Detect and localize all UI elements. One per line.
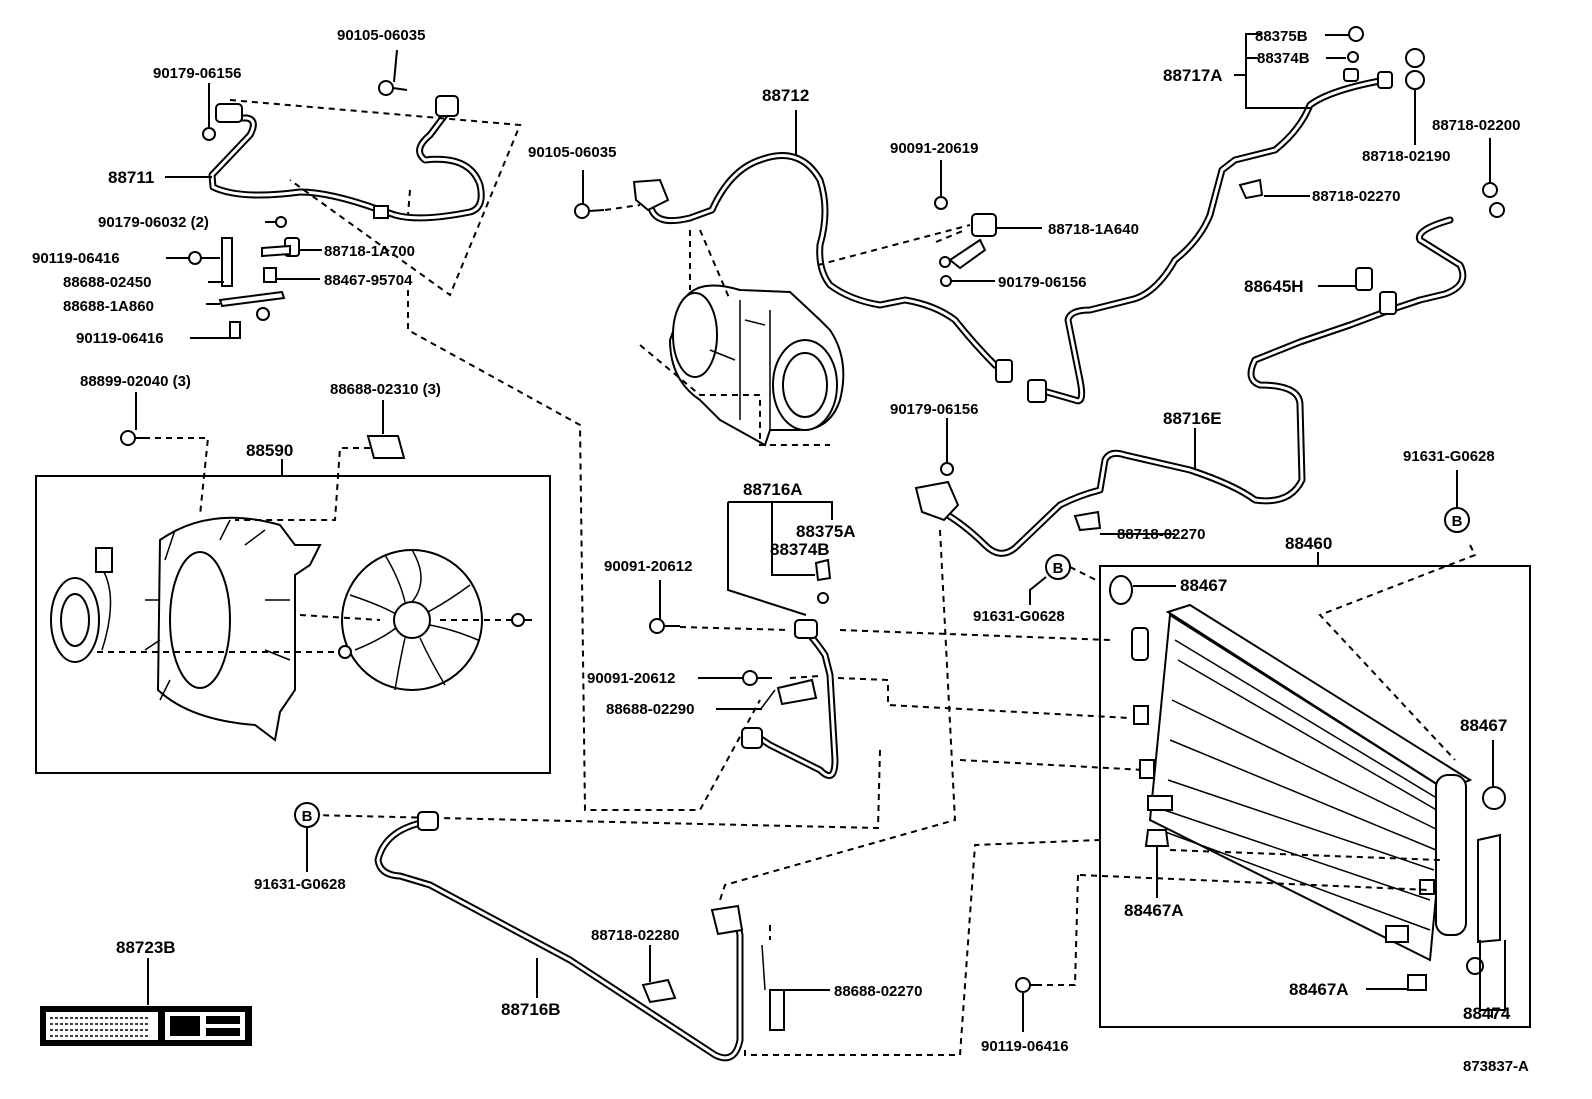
- ref-marker-label: B: [1053, 560, 1064, 577]
- o-rings-88718-02190: [1405, 48, 1425, 145]
- cushion-88467a-a: [1144, 829, 1170, 898]
- bolt-88899-02040: [120, 392, 150, 446]
- o-rings-88718-02200: [1482, 138, 1505, 218]
- clip-88718-02270-a: [1238, 178, 1310, 200]
- label-88717a: 88717A: [1163, 66, 1223, 85]
- ref-marker-b-left: B: [294, 802, 320, 872]
- label-88716e: 88716E: [1163, 409, 1222, 428]
- label-88716a: 88716A: [743, 480, 803, 499]
- ref-marker-label: B: [1452, 513, 1463, 530]
- label-88711: 88711: [108, 168, 154, 187]
- label-88688-02290: 88688-02290: [606, 701, 694, 718]
- pipe-88716a: [727, 501, 839, 780]
- suction-hose-88712: [632, 110, 1013, 383]
- bolt-90105-06035-b: [574, 170, 605, 219]
- label-88718-02190: 88718-02190: [1362, 148, 1450, 165]
- pressure-switch-88645h: [1318, 267, 1373, 291]
- fan-assembly-88590: [35, 459, 551, 774]
- ref-marker-b-mid: B: [1029, 554, 1101, 605]
- label-90105-06035-a: 90105-06035: [337, 27, 425, 44]
- label-88718-1a700: 88718-1A700: [324, 243, 415, 260]
- label-91631-g0628-a: 91631-G0628: [1403, 448, 1495, 465]
- bracket-88717a: [1234, 26, 1364, 109]
- caution-label-88723b: [40, 958, 252, 1046]
- label-90119-06416-a: 90119-06416: [32, 250, 120, 267]
- label-88718-02280: 88718-02280: [591, 927, 679, 944]
- label-88718-02270-b: 88718-02270: [1117, 526, 1205, 543]
- label-88374b-top: 88374B: [1257, 50, 1310, 67]
- label-91631-g0628-b: 91631-G0628: [973, 608, 1065, 625]
- bracket-88688-02270: [761, 944, 830, 1031]
- label-88645h: 88645H: [1244, 277, 1304, 296]
- bracket-cluster-left: [166, 216, 322, 339]
- guide-88711: [229, 99, 522, 297]
- liquid-pipe-88717a: [1027, 71, 1393, 405]
- label-91631-g0628-c: 91631-G0628: [254, 876, 346, 893]
- fan-assembly-frame: [35, 475, 551, 774]
- nut-90179-06156-c: [940, 418, 954, 476]
- cushion-88467a-b: [1366, 974, 1427, 991]
- clamp-88718-02280: [641, 945, 677, 1004]
- label-88718-02270-a: 88718-02270: [1312, 188, 1400, 205]
- label-90179-06156-b: 90179-06156: [998, 274, 1086, 291]
- fan-blade: [341, 549, 483, 691]
- label-88375b: 88375B: [1255, 28, 1308, 45]
- label-88467a-b: 88467A: [1289, 980, 1349, 999]
- bolt-90091-20612-b: [698, 670, 772, 686]
- label-90105-06035-b: 90105-06035: [528, 144, 616, 161]
- label-90091-20619: 90091-20619: [890, 140, 978, 157]
- label-88374b-mid: 88374B: [770, 540, 830, 559]
- label-90091-20612-b: 90091-20612: [587, 670, 675, 687]
- label-88467-95704: 88467-95704: [324, 272, 413, 289]
- label-88460: 88460: [1285, 534, 1332, 553]
- ref-marker-label: B: [302, 808, 313, 825]
- label-88899-02040: 88899-02040 (3): [80, 373, 191, 390]
- diagram-id: 873837-A: [1463, 1058, 1529, 1075]
- callout-labels: 90105-06035 90179-06156 88711 90179-0603…: [32, 27, 1529, 1075]
- label-90091-20612-a: 90091-20612: [604, 558, 692, 575]
- liquid-pipe-88716e: [914, 216, 1467, 557]
- cushion-88467-b: [1482, 740, 1506, 810]
- clip-88718-02270-b: [1073, 510, 1175, 535]
- bracket-88718-1a640: [934, 160, 1042, 287]
- label-88688-1a860: 88688-1A860: [63, 298, 154, 315]
- label-90179-06032: 90179-06032 (2): [98, 214, 209, 231]
- label-88688-02450: 88688-02450: [63, 274, 151, 291]
- clip-88688-02310: [366, 400, 406, 459]
- ref-marker-b-right: B: [1444, 470, 1470, 533]
- condenser-frame: [1099, 565, 1531, 1028]
- cushion-88467-a: [1109, 575, 1176, 605]
- label-88718-1a640: 88718-1A640: [1048, 221, 1139, 238]
- nut-90179-06156-a: [202, 83, 216, 141]
- label-88716b: 88716B: [501, 1000, 561, 1019]
- label-88467-a: 88467: [1180, 576, 1227, 595]
- label-88590: 88590: [246, 441, 293, 460]
- label-88375a: 88375A: [796, 522, 856, 541]
- label-88718-02200: 88718-02200: [1432, 117, 1520, 134]
- label-88474: 88474: [1463, 1004, 1511, 1023]
- label-90179-06156-a: 90179-06156: [153, 65, 241, 82]
- compressor: [668, 284, 845, 447]
- label-90119-06416-c: 90119-06416: [981, 1038, 1069, 1055]
- label-88712: 88712: [762, 86, 809, 105]
- bolt-90105-06035-a: [378, 49, 408, 96]
- pipe-88716b: [374, 811, 744, 1062]
- discharge-hose-88711: [208, 95, 485, 222]
- label-88688-02310: 88688-02310 (3): [330, 381, 441, 398]
- label-90119-06416-b: 90119-06416: [76, 330, 164, 347]
- label-90179-06156-c: 90179-06156: [890, 401, 978, 418]
- label-88467a-a: 88467A: [1124, 901, 1184, 920]
- condenser-88460: [1099, 552, 1531, 1028]
- label-88688-02270: 88688-02270: [834, 983, 922, 1000]
- bolt-90091-20612-a: [649, 580, 680, 634]
- bolt-90119-06416-c: [1015, 977, 1042, 1032]
- label-88467-b: 88467: [1460, 716, 1507, 735]
- bracket-88688-02290: [716, 678, 818, 711]
- label-88723b: 88723B: [116, 938, 176, 957]
